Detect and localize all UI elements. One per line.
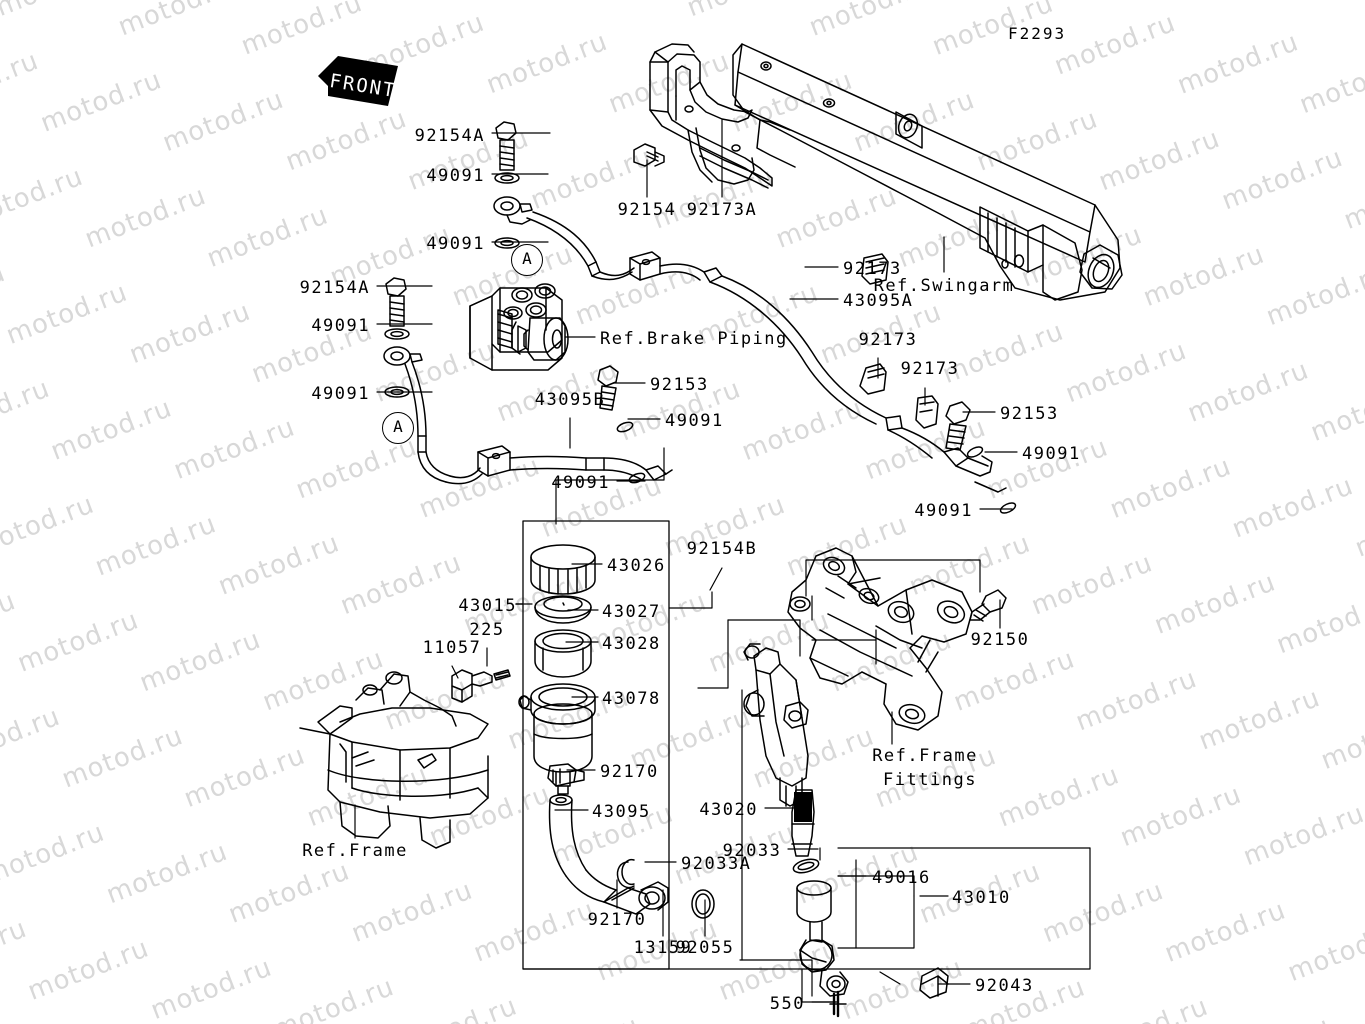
- part-label-92055: 92055: [675, 938, 735, 958]
- part-label-43027: 43027: [602, 602, 661, 622]
- part-label-92153: 92153: [650, 375, 709, 395]
- group-bracket-lines: [522, 447, 1091, 1003]
- part-label-92173: 92173: [843, 259, 902, 279]
- part-label-92150: 92150: [970, 630, 1030, 650]
- part-label-550: 550: [769, 994, 805, 1014]
- diaphragm-43027: [534, 595, 592, 624]
- part-label-92154b: 92154B: [686, 539, 758, 559]
- part-label-43095a: 43095A: [843, 291, 914, 311]
- part-label-43078: 43078: [602, 689, 661, 709]
- part-label-92154: 92154: [617, 200, 677, 220]
- part-label-49091: 49091: [1022, 444, 1081, 464]
- callout-a-upper: A: [511, 244, 543, 276]
- reservoir-cap-43026: [530, 544, 596, 595]
- part-label-49091: 49091: [426, 166, 485, 186]
- part-label-92173a: 92173A: [686, 200, 758, 220]
- diagram-code: F2293: [1008, 24, 1067, 43]
- hose-clamp-92170: [547, 763, 585, 787]
- part-label-43015: 43015: [458, 596, 517, 616]
- part-label-49091: 49091: [914, 501, 973, 521]
- part-label-43026: 43026: [607, 556, 666, 576]
- lower-banjo-and-hose-43095b: [383, 277, 673, 485]
- right-banjo-bolt-group: [945, 401, 1017, 514]
- reservoir-collar-43028: [534, 629, 592, 678]
- part-label-92173: 92173: [900, 359, 960, 379]
- part-label-fittings: Fittings: [883, 770, 977, 790]
- part-label-ref-swingarm: Ref.Swingarm: [873, 276, 1015, 296]
- front-direction-marker: FRONT: [318, 56, 398, 106]
- hose-bracket-92173a: [633, 43, 773, 189]
- part-label-43010: 43010: [952, 888, 1011, 908]
- part-label-ref-frame: Ref.Frame: [302, 841, 408, 861]
- part-label-92170: 92170: [587, 910, 647, 930]
- part-label-92153: 92153: [1000, 404, 1059, 424]
- part-label-49016: 49016: [872, 868, 931, 888]
- part-label-49091: 49091: [551, 473, 610, 493]
- part-label-13159: 13159: [633, 938, 693, 958]
- upper-banjo-and-hose: [493, 121, 1007, 493]
- hose-end-fittings: [603, 858, 715, 919]
- master-cylinder-43010: [743, 643, 949, 1018]
- abs-modulator-unit: [469, 283, 569, 371]
- part-label-92154a: 92154A: [299, 278, 370, 298]
- part-label-43020: 43020: [699, 800, 758, 820]
- swingarm-assembly: [732, 43, 1123, 301]
- hose-clips-92173: [859, 253, 939, 429]
- part-label-11057: 11057: [422, 638, 482, 658]
- part-label-ref-frame: Ref.Frame: [872, 746, 978, 766]
- part-label-49091: 49091: [311, 316, 370, 336]
- callout-a-lower: A: [382, 412, 414, 444]
- part-label-43095b: 43095B: [534, 390, 606, 410]
- bracket-11057: [451, 669, 511, 703]
- part-label-225: 225: [469, 620, 505, 640]
- part-label-92170: 92170: [600, 762, 659, 782]
- part-label-92173: 92173: [858, 330, 918, 350]
- frame-reference-art: [299, 671, 489, 849]
- reservoir-hose-43095: [548, 794, 617, 903]
- part-label-92154a: 92154A: [414, 126, 485, 146]
- part-label-92033: 92033: [722, 841, 782, 861]
- part-label-92033a: 92033A: [681, 854, 752, 874]
- part-label-49091: 49091: [426, 234, 485, 254]
- reservoir-body-43078: [518, 683, 596, 795]
- part-label-43095: 43095: [592, 802, 651, 822]
- part-label-ref-brake-piping: Ref.Brake Piping: [600, 329, 788, 349]
- part-label-43028: 43028: [602, 634, 661, 654]
- part-label-49091: 49091: [311, 384, 370, 404]
- part-label-49091: 49091: [665, 411, 724, 431]
- frame-fittings-reference: [787, 547, 1007, 731]
- part-label-92043: 92043: [975, 976, 1034, 996]
